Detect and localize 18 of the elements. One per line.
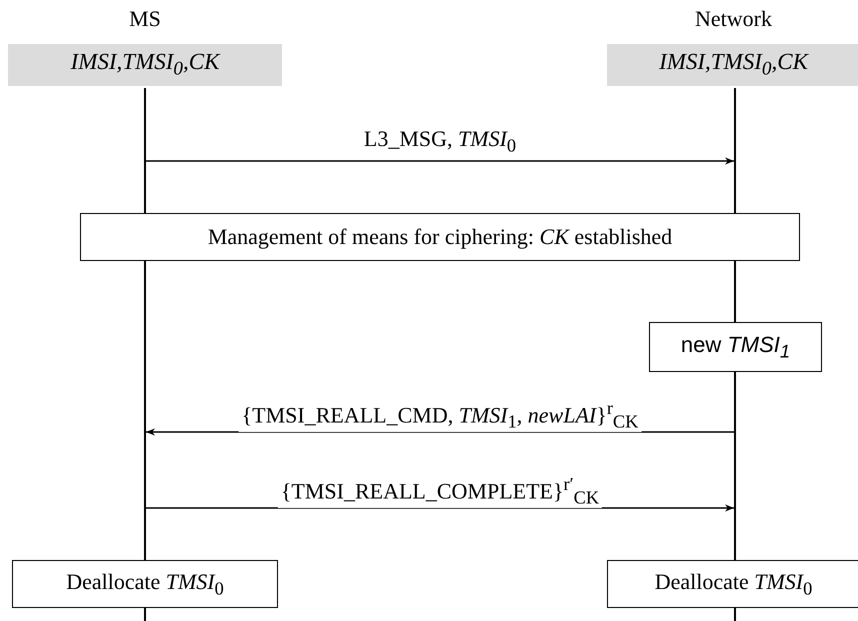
lifeline xyxy=(734,372,736,560)
lifeline xyxy=(144,88,146,213)
message-arrow xyxy=(146,428,734,436)
lifeline xyxy=(734,608,736,621)
lifeline xyxy=(144,261,146,560)
participant-name: MS xyxy=(128,6,162,32)
state-box: IMSI,TMSI$_{0}$,CK xyxy=(607,44,858,86)
message-arrow xyxy=(146,504,734,512)
action-box: Deallocate TMSI$_{0}$ xyxy=(607,560,858,608)
participant-name: Network xyxy=(694,6,773,32)
lifeline xyxy=(734,261,736,322)
action-box: Deallocate TMSI$_{0}$ xyxy=(12,560,278,608)
state-box: IMSI,TMSI$_{0}$,CK xyxy=(8,44,282,86)
lifeline xyxy=(734,88,736,213)
message-arrow xyxy=(146,157,734,165)
lifeline xyxy=(144,608,146,621)
action-box: Management of means for ciphering: CK established xyxy=(80,213,800,261)
action-box: new TMSI$_{1}$ xyxy=(649,322,822,372)
